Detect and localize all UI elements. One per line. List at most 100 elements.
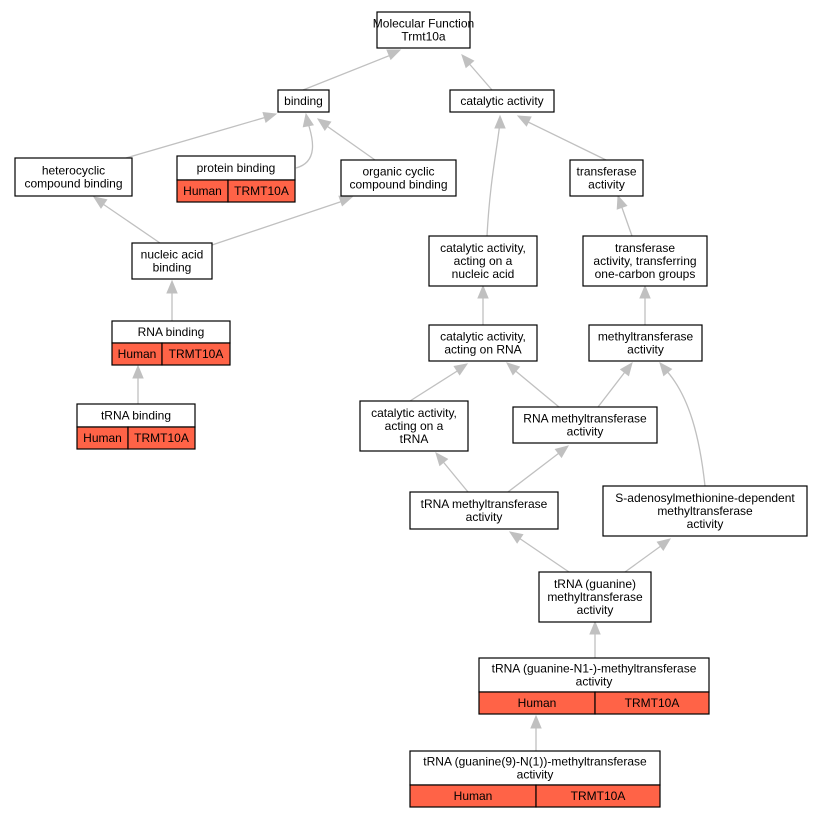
node-label: transferase — [615, 241, 675, 255]
edge-trnamethyl-rnamethyl — [507, 445, 570, 493]
edge-trnabinding-rnabinding — [132, 364, 144, 404]
edge-n1_9-n1 — [530, 714, 542, 751]
node-label: Trmt10a — [401, 30, 446, 44]
gene-cell — [535, 784, 661, 808]
node-sam-dependent[interactable]: S-adenosylmethionine-dependentmethyltran… — [602, 485, 808, 537]
arrowhead — [338, 195, 354, 207]
edge-line — [465, 59, 493, 91]
edge-rnamethyl-methyl — [597, 361, 633, 408]
edge-line — [302, 52, 397, 91]
node-label: S-adenosylmethionine-dependent — [615, 491, 795, 505]
node-label: activity — [517, 768, 554, 782]
node-label: protein binding — [197, 161, 276, 175]
node-cat-rna[interactable]: catalytic activity,acting on RNA — [428, 324, 538, 362]
arrowhead — [92, 196, 108, 209]
node-label: organic cyclic — [362, 165, 434, 179]
edge-catalytic-root — [461, 54, 493, 91]
edge-rnabinding-nucleic — [166, 279, 178, 321]
edge-line — [486, 121, 501, 237]
edges — [92, 49, 706, 751]
node-label: methyltransferase — [598, 330, 694, 344]
arrowhead — [659, 361, 673, 377]
node-trna-guanine9-n1[interactable]: tRNA (guanine(9)-N(1))-methyltransferase… — [409, 750, 661, 808]
node-label: activity — [466, 510, 503, 524]
arrowhead — [506, 362, 521, 376]
edge-line — [125, 115, 271, 159]
node-box — [409, 750, 661, 786]
node-box — [131, 242, 213, 280]
node-box — [449, 89, 555, 113]
edge-line — [523, 119, 607, 161]
arrowhead — [639, 284, 651, 299]
node-label: activity — [577, 603, 614, 617]
edge-line — [409, 367, 463, 402]
node-label: catalytic activity, — [440, 330, 526, 344]
node-label: binding — [153, 261, 192, 275]
node-label: heterocyclic — [42, 164, 105, 178]
edge-transferase-catalytic — [516, 115, 607, 161]
node-label: Molecular Function — [373, 17, 474, 31]
edge-organic-binding — [316, 118, 376, 161]
node-box — [538, 571, 652, 623]
arrowhead — [530, 714, 542, 729]
edge-sam-methyl — [659, 361, 706, 487]
arrowhead — [619, 361, 633, 377]
node-binding[interactable]: binding — [277, 89, 330, 113]
arrowhead — [516, 115, 532, 127]
arrowhead — [132, 364, 144, 379]
gene-cell — [227, 179, 296, 203]
edge-line — [439, 457, 469, 493]
edge-protein-binding — [295, 112, 314, 169]
gene-label: TRMT10A — [234, 184, 289, 198]
node-label: acting on a — [454, 254, 513, 268]
node-label: activity — [576, 675, 613, 689]
node-label: tRNA binding — [101, 409, 171, 423]
node-label: activity — [627, 343, 664, 357]
node-box — [359, 400, 469, 452]
node-label: tRNA (guanine) — [554, 577, 636, 591]
node-box — [428, 324, 538, 362]
node-label: catalytic activity — [460, 94, 543, 108]
arrowhead — [435, 451, 449, 467]
node-box — [602, 485, 808, 537]
arrowhead — [477, 284, 489, 299]
edge-line — [295, 119, 314, 169]
node-box — [569, 159, 644, 197]
edge-methyl-onecarbon — [639, 284, 651, 325]
node-label: activity — [687, 517, 724, 531]
node-label: nucleic acid — [141, 248, 204, 262]
node-label: activity — [588, 178, 625, 192]
node-catalytic[interactable]: catalytic activity — [449, 89, 555, 113]
gene-label: TRMT10A — [134, 431, 189, 445]
node-label: transferase — [576, 165, 636, 179]
arrowhead — [316, 118, 332, 131]
species-label: Human — [183, 184, 222, 198]
node-label: acting on a — [385, 419, 444, 433]
node-label: methyltransferase — [547, 590, 643, 604]
node-trna-guanine-n1[interactable]: tRNA (guanine-N1-)-methyltransferaseacti… — [478, 657, 710, 715]
node-label: tRNA — [400, 432, 429, 446]
arrowhead — [589, 620, 601, 635]
edge-trnaguanine-sam — [624, 538, 672, 573]
edge-line — [511, 367, 560, 408]
edge-line — [624, 542, 666, 573]
edge-rnamethyl-catrna — [506, 362, 560, 408]
edge-line — [323, 123, 376, 161]
arrowhead — [386, 49, 402, 61]
